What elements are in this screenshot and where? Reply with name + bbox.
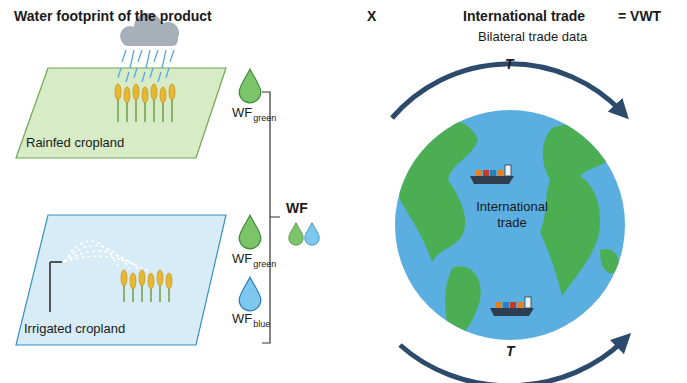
wheat-crop xyxy=(121,270,172,302)
green-droplet xyxy=(239,215,261,249)
green-droplet xyxy=(239,69,261,103)
globe xyxy=(395,110,625,345)
trade-arrow xyxy=(400,340,624,383)
wheat-crop xyxy=(115,84,175,122)
globe-label: International trade xyxy=(463,198,561,231)
rain xyxy=(118,50,174,82)
subscript: green xyxy=(253,259,276,269)
label: T xyxy=(506,343,515,359)
label: Bilateral trade data xyxy=(478,30,587,45)
label: Water footprint of the product xyxy=(14,8,212,24)
field-label: Rainfed cropland xyxy=(24,134,127,152)
cargo-ship xyxy=(470,165,514,184)
label: X xyxy=(367,8,376,24)
label: International trade xyxy=(463,8,585,24)
bracket xyxy=(262,92,280,343)
water-spray xyxy=(64,241,154,275)
subscript: green xyxy=(253,113,276,123)
label: WF xyxy=(232,252,252,267)
irrigated-field xyxy=(16,215,226,345)
node-text: International trade xyxy=(465,199,559,230)
field-label: Irrigated cropland xyxy=(22,320,128,338)
node-text: Irrigated cropland xyxy=(24,321,126,337)
label: T xyxy=(505,56,514,72)
label: = VWT xyxy=(618,8,661,24)
subscript: blue xyxy=(253,319,270,329)
sprinkler xyxy=(50,262,62,312)
blue-droplet xyxy=(305,223,319,245)
blue-droplet xyxy=(239,277,261,311)
cargo-ship xyxy=(490,297,534,316)
label: WF xyxy=(232,312,252,327)
label: WF xyxy=(232,106,252,121)
rainfed-field xyxy=(16,68,226,158)
green-droplet xyxy=(289,223,303,245)
node-text: Rainfed cropland xyxy=(26,135,125,151)
label: WF xyxy=(286,200,308,216)
